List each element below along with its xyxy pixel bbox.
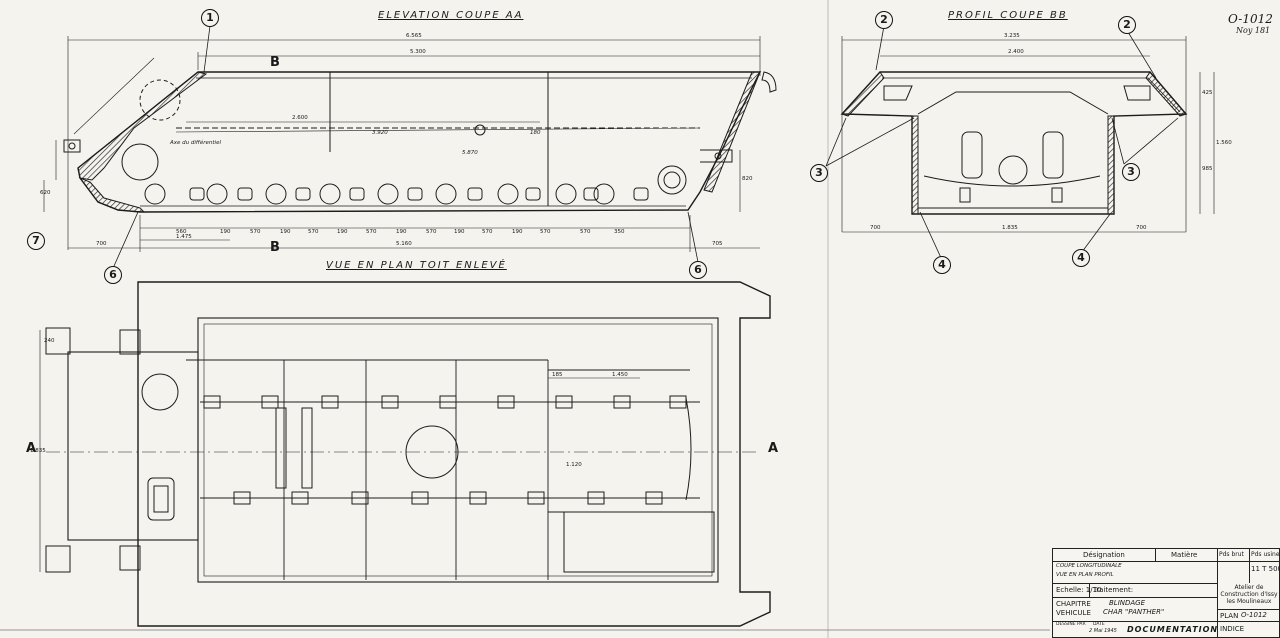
dim-inner-length: 2.600 <box>292 115 308 121</box>
indice-label: INDICE <box>1220 625 1245 633</box>
callout-2-right: 2 <box>1118 16 1136 34</box>
elevation-view <box>43 36 777 252</box>
spacing-label: 570 <box>308 229 319 235</box>
callout-4-right: 4 <box>1072 249 1090 267</box>
dim-profile-left-side: 700 <box>870 225 881 231</box>
callout-2-left: 2 <box>875 11 893 29</box>
dim-plan-box-b: 1.120 <box>566 462 582 468</box>
section-marker-a-left: A <box>26 441 37 456</box>
section-marker-b-bottom: B <box>270 240 280 255</box>
elevation-title: ELEVATION COUPE AA <box>378 10 524 21</box>
dim-profile-right-side: 700 <box>1136 225 1147 231</box>
dim-profile-top-width: 2.400 <box>1008 49 1024 55</box>
profile-title: PROFIL COUPE BB <box>948 10 1068 21</box>
designation-line-2: VUE EN PLAN PROFIL <box>1056 572 1114 578</box>
callout-6: 6 <box>689 261 707 279</box>
dim-front-segment: 1.475 <box>176 234 192 240</box>
chapitre-value: BLINDAGE <box>1109 599 1146 607</box>
section-marker-a-right: A <box>768 441 779 456</box>
spacing-label: 190 <box>396 229 407 235</box>
dim-profile-upper-height: 425 <box>1202 90 1213 96</box>
poids-usine-header: Pds usine <box>1251 551 1280 558</box>
spacing-label: 190 <box>220 229 231 235</box>
callout-7: 7 <box>27 232 45 250</box>
dim-plan-small: 185 <box>552 372 563 378</box>
section-marker-b-top: B <box>270 55 280 70</box>
dim-profile-overall-width: 3.235 <box>1004 33 1020 39</box>
designation-header: Désignation <box>1083 551 1125 559</box>
atelier-name: Atelier de Construction d'Issy les Mouli… <box>1220 584 1278 605</box>
dim-plan-box-a: 1.450 <box>612 372 628 378</box>
note-dimension-3920: 3.920 <box>372 130 388 136</box>
dim-profile-height: 1.560 <box>1216 140 1232 146</box>
poids-usine-value: 11 T 500 <box>1251 565 1280 573</box>
dessine-label: DESSINÉ PAR <box>1056 622 1086 627</box>
matiere-header: Matière <box>1171 551 1198 559</box>
callout-1: 1 <box>201 9 219 27</box>
spacing-label: 570 <box>540 229 551 235</box>
plan-view <box>39 281 771 627</box>
note-dimension-180: 180 <box>530 130 541 136</box>
spacing-label: 570 <box>426 229 437 235</box>
dim-profile-lower-height: 985 <box>1202 166 1213 172</box>
callout-5: 6 <box>104 266 122 284</box>
date-label: DATE <box>1093 622 1105 627</box>
spacing-label: 190 <box>512 229 523 235</box>
designation-line-1: COUPE LONGITUDINALE <box>1056 563 1122 569</box>
vehicule-label: VEHICULE <box>1056 609 1091 617</box>
drawing-number-mark: O-1012 <box>1228 12 1273 26</box>
dim-left-overhang: 700 <box>96 241 107 247</box>
dim-top-length: 5.300 <box>410 49 426 55</box>
spacing-label: 190 <box>454 229 465 235</box>
spacing-label: 570 <box>250 229 261 235</box>
spacing-label: 570 <box>366 229 377 235</box>
note-dimension-5870: 5.870 <box>462 150 478 156</box>
spacing-label: 570 <box>580 229 591 235</box>
traitement-label: Traitement: <box>1093 586 1134 594</box>
vehicule-value: CHAR "PANTHER" <box>1103 608 1165 616</box>
reference-note: Noy 181 <box>1236 26 1271 35</box>
dim-right-overhang: 705 <box>712 241 723 247</box>
dim-front-height: 620 <box>40 190 51 196</box>
callout-leaders <box>113 25 1179 267</box>
callout-4-left: 4 <box>933 256 951 274</box>
plan-label: PLAN <box>1220 612 1239 620</box>
dim-bottom-total: 5.160 <box>396 241 412 247</box>
callout-3-right: 3 <box>1122 163 1140 181</box>
profile-view <box>840 36 1215 233</box>
dim-overall-length: 6.565 <box>406 33 422 39</box>
plan-title: VUE EN PLAN TOIT ENLEVÉ <box>326 260 507 271</box>
dim-plan-side: 240 <box>44 338 55 344</box>
echelle-label: Echelle: 1/10 <box>1056 586 1102 594</box>
plan-number: O-1012 <box>1241 611 1267 619</box>
chapitre-label: CHAPITRE <box>1056 600 1091 608</box>
callout-3-left: 3 <box>810 164 828 182</box>
spacing-label: 350 <box>614 229 625 235</box>
documentation-stamp: DOCUMENTATION <box>1127 625 1219 634</box>
dim-plan-left-width: 1.835 <box>30 448 46 454</box>
dim-profile-bottom-width: 1.835 <box>1002 225 1018 231</box>
dim-height: 820 <box>742 176 753 182</box>
date-value: 2 Mai 1945 <box>1089 628 1117 634</box>
title-block: Désignation Matière Pds brut Pds usine C… <box>1052 548 1280 638</box>
spacing-label: 190 <box>280 229 291 235</box>
spacing-label: 190 <box>337 229 348 235</box>
poids-brut-header: Pds brut <box>1219 551 1244 558</box>
spacing-label: 560 <box>176 229 187 235</box>
spacing-label: 570 <box>482 229 493 235</box>
note-differential-axis: Axe du différentiel <box>170 140 221 146</box>
